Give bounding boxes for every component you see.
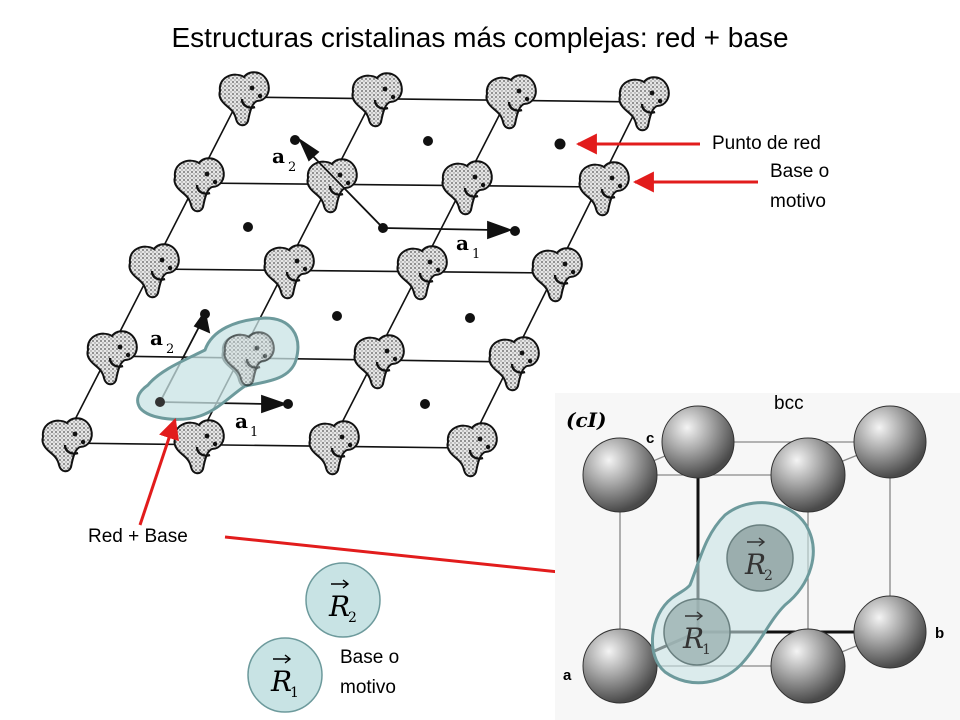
- bcc-R2-label: R: [744, 548, 766, 581]
- bcc-axis-c: c: [646, 430, 654, 447]
- lattice-points: [200, 135, 566, 409]
- basis-motif: [41, 417, 93, 473]
- basis-motif: [488, 336, 540, 392]
- legend-caption-line1: Base o: [340, 647, 400, 668]
- bcc-atom: [582, 628, 658, 704]
- bcc-panel: (cI) R 2: [555, 393, 960, 720]
- a1-lower-sub: 1: [250, 425, 258, 440]
- basis-label-line2: motivo: [770, 191, 826, 212]
- lattice-point: [423, 136, 433, 146]
- bcc-atom: [582, 437, 658, 513]
- upper-vectors: [297, 137, 513, 240]
- basis-motif: [86, 330, 138, 386]
- basis-motif: [446, 422, 498, 478]
- lattice-point: [510, 226, 520, 236]
- legend-R2-atom: [305, 562, 381, 638]
- basis-motif: [306, 157, 358, 214]
- bcc-R1-label: R: [682, 622, 704, 655]
- bcc-atom: [770, 437, 846, 513]
- basis-motif: [485, 73, 537, 130]
- basis-motif: [618, 75, 670, 132]
- basis-legend: R 2 R 1: [247, 562, 381, 713]
- legend-R1-atom: [247, 637, 323, 713]
- basis-motif: [353, 334, 405, 390]
- a1-upper-label: a: [456, 231, 469, 255]
- lattice-point: [243, 222, 253, 232]
- basis-motif: [218, 70, 270, 127]
- basis-motif: [173, 156, 225, 213]
- basis-motif: [263, 243, 315, 300]
- vector-arrow-icon: [273, 654, 292, 664]
- basis-motif: [308, 420, 360, 476]
- a1-lower-label: a: [235, 409, 248, 433]
- bcc-axis-a: a: [563, 667, 572, 684]
- bcc-structure-label: bcc: [774, 393, 804, 414]
- bcc-atom: [661, 405, 735, 479]
- basis-motif: [351, 71, 403, 128]
- bcc-atom: [853, 405, 927, 479]
- bcc-R1-sub: 1: [702, 642, 711, 658]
- vector-arrow-icon: [747, 537, 766, 547]
- lattice-plus-basis-arrow: [138, 418, 179, 526]
- lattice-point: [465, 313, 475, 323]
- basis-motif: [441, 159, 493, 216]
- lattice-point: [332, 311, 342, 321]
- a2-lower-sub: 2: [166, 342, 174, 357]
- lattice-point: [420, 399, 430, 409]
- lattice-plus-basis-label: Red + Base: [88, 526, 188, 547]
- legend-R2-label: R: [328, 590, 350, 623]
- highlighted-lattice-point: [155, 397, 165, 407]
- bcc-axis-b: b: [935, 625, 944, 642]
- a1-upper-sub: 1: [472, 247, 480, 262]
- a2-upper-label: a: [272, 144, 285, 168]
- lattice-point-label: Punto de red: [712, 133, 821, 154]
- bcc-R2-atom: [726, 524, 794, 592]
- basis-motif: [396, 244, 448, 301]
- basis-motif: [128, 242, 180, 299]
- bcc-atom: [853, 595, 927, 669]
- vector-arrow-icon: [685, 611, 704, 621]
- legend-R1-label: R: [270, 665, 292, 698]
- a2-lower-label: a: [150, 326, 163, 350]
- basis-motif: [173, 419, 225, 475]
- basis-label-line1: Base o: [770, 161, 830, 182]
- lattice-point: [283, 399, 293, 409]
- bcc-panel-tag: (cI): [566, 408, 606, 432]
- vector-arrow-icon: [331, 579, 350, 589]
- legend-R2-sub: 2: [348, 610, 357, 626]
- basis-motif: [531, 246, 583, 303]
- a2-upper-sub: 2: [288, 160, 296, 175]
- legend-R1-sub: 1: [290, 685, 299, 701]
- page-title: Estructuras cristalinas más complejas: r…: [171, 22, 789, 53]
- lattice-point: [554, 138, 566, 150]
- legend-caption-line2: motivo: [340, 677, 396, 698]
- bcc-R1-atom: [663, 598, 731, 666]
- lattice-point: [290, 135, 300, 145]
- bcc-atom: [770, 628, 846, 704]
- bcc-R2-sub: 2: [764, 568, 773, 584]
